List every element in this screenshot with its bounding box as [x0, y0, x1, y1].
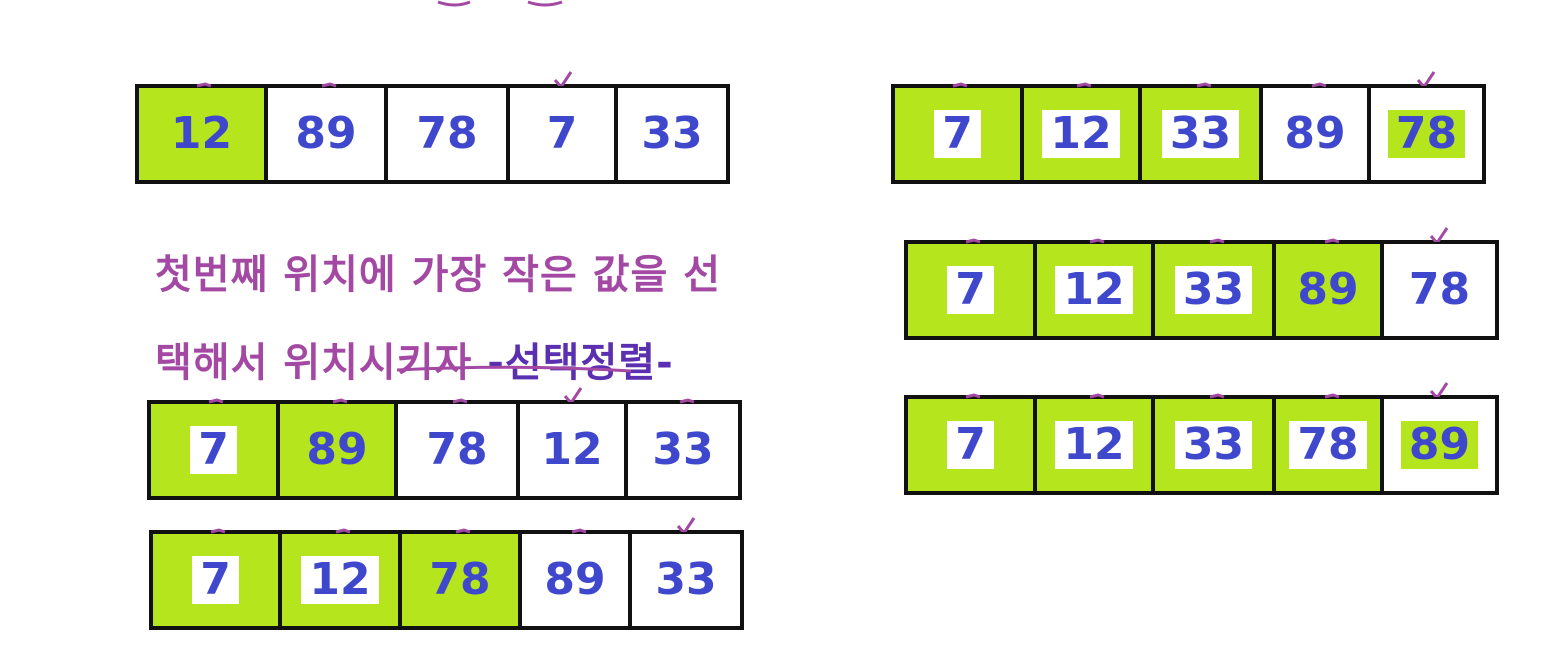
tick-mark-icon: [679, 398, 694, 404]
cell-5: 33: [632, 517, 740, 626]
cell-1: 7: [151, 398, 280, 496]
tick-mark-icon: [1311, 82, 1327, 88]
cell-2: 12: [1024, 82, 1142, 180]
caption-line-2: 택해서 위치시키자 -선택정렬-: [155, 330, 674, 388]
cell-5: 78: [1371, 71, 1482, 180]
tick-mark-icon: [335, 528, 351, 534]
tick-mark-icon: [965, 238, 981, 244]
array-step-1: 12 89 78 7 33: [135, 71, 730, 184]
cell-3: 33: [1142, 82, 1263, 180]
check-mark-icon: [563, 387, 582, 402]
tick-mark-icon: [321, 82, 337, 88]
caption-line-2-main: 택해서 위치시키자: [155, 340, 488, 386]
cell-1: 12: [139, 82, 268, 180]
array-step-6: 7 12 33 78 89: [904, 382, 1499, 495]
tick-mark-icon: [952, 82, 968, 88]
tick-mark-icon: [1209, 238, 1225, 244]
tick-mark-icon: [210, 528, 226, 534]
cell-4: 89: [1276, 238, 1384, 336]
caption-underline: [396, 365, 632, 373]
array-step-2: 7 89 78 12 33: [147, 387, 742, 500]
tick-mark-icon: [571, 528, 587, 534]
cell-3: 78: [388, 88, 510, 180]
cell-5: 33: [641, 108, 703, 159]
check-mark-icon: [1430, 382, 1449, 397]
cell-3: 78: [402, 528, 522, 626]
cell-5: 78: [1384, 227, 1495, 336]
caption-title: -선택정렬-: [487, 340, 674, 386]
array-step-4: 7 12 33 89 78: [891, 71, 1486, 184]
cell-4: 12: [520, 387, 628, 496]
cell-5: 33: [628, 398, 738, 496]
cell-1: 7: [895, 82, 1024, 180]
cell-2: 12: [1037, 393, 1155, 491]
cell-2: 89: [280, 398, 398, 496]
tick-mark-icon: [1324, 393, 1340, 399]
cell-2: 12: [282, 528, 402, 626]
cell-4: 89: [1263, 82, 1371, 180]
cell-5: 89: [1384, 382, 1495, 491]
cell-2: 89: [268, 82, 388, 180]
tick-mark-icon: [1209, 393, 1225, 399]
array-step-3: 7 12 78 89 33: [149, 517, 744, 630]
cell-3: 78: [398, 398, 520, 496]
cell-1: 7: [908, 393, 1037, 491]
tick-mark-icon: [965, 393, 981, 399]
check-mark-icon: [677, 517, 696, 532]
array-step-5: 7 12 33 89 78: [904, 227, 1499, 340]
check-mark-icon: [1417, 71, 1436, 86]
tick-mark-icon: [208, 398, 224, 404]
cell-3: 33: [1155, 393, 1276, 491]
cell-1: 7: [153, 528, 282, 626]
tick-mark-icon: [332, 398, 348, 404]
caption-line-1: 첫번째 위치에 가장 작은 값을 선: [155, 252, 722, 298]
tick-mark-icon: [1089, 238, 1105, 244]
check-mark-icon: [553, 71, 572, 86]
cell-1: 7: [908, 238, 1037, 336]
check-mark-icon: [1430, 227, 1449, 242]
tick-mark-icon: [455, 528, 471, 534]
tick-mark-icon: [1089, 393, 1105, 399]
cell-2: 12: [1037, 238, 1155, 336]
tick-mark-icon: [1324, 238, 1340, 244]
cell-3: 33: [1155, 238, 1276, 336]
tick-mark-icon: [1196, 82, 1212, 88]
tick-mark-icon: [196, 82, 212, 88]
tick-mark-icon: [1076, 82, 1092, 88]
cell-4: 89: [522, 528, 632, 626]
tick-mark-icon: [452, 398, 468, 404]
cell-4: 78: [1276, 393, 1384, 491]
cell-4: 7: [510, 71, 618, 180]
